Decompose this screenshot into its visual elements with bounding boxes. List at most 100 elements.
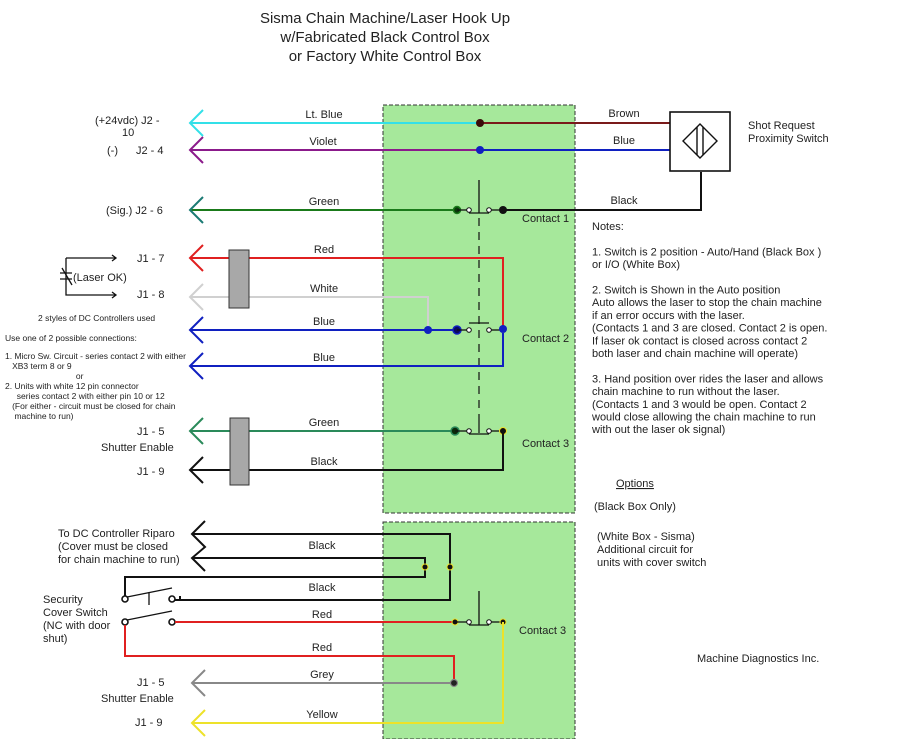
wire-grey [190, 669, 459, 697]
notes-line: 2. Switch is Shown in the Auto position [592, 285, 780, 297]
notes-line: if an error occurs with the laser. [592, 310, 745, 322]
options-black-box: (Black Box Only) [594, 501, 676, 513]
label-blue-right: Blue [613, 135, 635, 147]
label-contact-3-option: Contact 3 [519, 625, 566, 637]
notes-line: both laser and chain machine will operat… [592, 348, 798, 360]
label-red: Red [314, 244, 334, 256]
label-shutter-enable-b: Shutter Enable [101, 693, 174, 705]
svg-text:machine to run): machine to run) [5, 411, 74, 421]
label-contact-3: Contact 3 [522, 438, 569, 450]
title-line-1: Sisma Chain Machine/Laser Hook Up [260, 10, 510, 27]
notes-line: 3. Hand position over rides the laser an… [592, 373, 824, 385]
label-j1-5: J1 - 5 [137, 426, 165, 438]
label-white: White [310, 283, 338, 295]
label-grey: Grey [310, 669, 334, 681]
notes-block: Notes: 1. Switch is 2 position - Auto/Han… [591, 221, 827, 436]
notes-line: 1. Switch is 2 position - Auto/Hand (Bla… [592, 246, 821, 258]
svg-text:(Cover must be closed: (Cover must be closed [58, 541, 168, 553]
contact-2-switch [457, 322, 507, 333]
label-green-1: Green [309, 196, 340, 208]
dc-controllers-note: 2 styles of DC Controllers used Use one … [5, 313, 186, 421]
svg-text:To DC Controller Riparo: To DC Controller Riparo [58, 528, 175, 540]
notes-line: Auto allows the laser to stop the chain … [592, 297, 822, 309]
wire-violet [188, 136, 670, 164]
svg-text:Cover Switch: Cover Switch [43, 607, 108, 619]
svg-text:(NC with door: (NC with door [43, 620, 111, 632]
wire-blue-1 [188, 316, 462, 344]
cover-switch-label: Security Cover Switch (NC with door shut… [43, 594, 111, 645]
notes-line: with out the laser ok signal) [591, 424, 725, 436]
svg-text:1. Micro Sw. Circuit - series: 1. Micro Sw. Circuit - series contact 2 … [5, 351, 186, 361]
label-yellow: Yellow [306, 709, 337, 721]
notes-line: or I/O (White Box) [592, 259, 680, 271]
title-line-2: w/Fabricated Black Control Box [279, 29, 490, 46]
label-red-a: Red [312, 609, 332, 621]
options-white-box-1: (White Box - Sisma) [597, 531, 695, 543]
label-lt-blue: Lt. Blue [305, 109, 342, 121]
wire-yellow [190, 622, 504, 737]
label-j2-4: J2 - 4 [136, 145, 164, 157]
connector-shell-j1-5-9 [229, 417, 250, 486]
svg-text:Use one of 2 possible connecti: Use one of 2 possible connections: [5, 333, 137, 343]
label-j1-9: J1 - 9 [137, 466, 165, 478]
label-contact-2: Contact 2 [522, 333, 569, 345]
label-black-1: Black [311, 456, 338, 468]
notes-line: would close allowing the chain machine t… [591, 412, 816, 424]
diagram-title: Sisma Chain Machine/Laser Hook Up w/Fabr… [260, 10, 510, 65]
svg-text:for chain machine to run): for chain machine to run) [58, 554, 180, 566]
wire-white-j1-8 [188, 283, 429, 330]
junction-dot [476, 119, 484, 127]
notes-line: chain machine to run without the laser. [592, 386, 780, 398]
svg-text:Security: Security [43, 594, 83, 606]
options-white-box-2: Additional circuit for [597, 544, 693, 556]
laser-ok-contact [60, 254, 118, 299]
security-cover-switch [121, 587, 176, 626]
wire-red-b [124, 625, 455, 683]
label-laser-ok: (Laser OK) [73, 272, 127, 284]
connector-shell-j1-7-8 [228, 249, 250, 309]
svg-text:shut): shut) [43, 633, 67, 645]
proximity-label-2: Proximity Switch [748, 133, 829, 145]
svg-text:2. Units with white 12 pin con: 2. Units with white 12 pin connector [5, 381, 139, 391]
label-violet: Violet [309, 136, 336, 148]
label-green-2: Green [309, 417, 340, 429]
wire-lt-blue [188, 109, 670, 137]
contact-1-switch [457, 172, 702, 214]
svg-text:(For either - circuit must be: (For either - circuit must be closed for… [5, 401, 176, 411]
company-name: Machine Diagnostics Inc. [697, 653, 819, 665]
notes-heading: Notes: [592, 221, 624, 233]
svg-text:or: or [5, 371, 84, 381]
title-line-3: or Factory White Control Box [289, 48, 482, 65]
junction-dot [476, 146, 484, 154]
label-black-right: Black [611, 195, 638, 207]
riparo-note: To DC Controller Riparo (Cover must be c… [58, 528, 180, 566]
proximity-switch [669, 111, 731, 172]
proximity-label-1: Shot Request [748, 120, 815, 132]
label-j2-10-b: 10 [122, 127, 134, 139]
notes-line: (Contacts 1 and 3 would be open. Contact… [592, 399, 807, 411]
label-contact-1: Contact 1 [522, 213, 569, 225]
label-black-top: Black [309, 540, 336, 552]
label-j2-10: (+24vdc) J2 - [95, 115, 160, 127]
label-j1-8: J1 - 8 [137, 289, 165, 301]
notes-line: If laser ok contact is closed across con… [592, 335, 807, 347]
label-blue-1: Blue [313, 316, 335, 328]
label-j1-5-b: J1 - 5 [137, 677, 165, 689]
wire-black-j1-9 [188, 431, 504, 484]
svg-text:XB3 term 8 or 9: XB3 term 8 or 9 [5, 361, 72, 371]
wire-red-j1-7 [188, 244, 504, 329]
options-white-box-3: units with cover switch [597, 557, 706, 569]
label-j1-9-b: J1 - 9 [135, 717, 163, 729]
svg-text:series contact 2 with either p: series contact 2 with either pin 10 or 1… [5, 391, 165, 401]
label-blue-2: Blue [313, 352, 335, 364]
wire-blue-2 [188, 333, 504, 380]
label-black-mid: Black [309, 582, 336, 594]
label-j2-6: (Sig.) J2 - 6 [106, 205, 163, 217]
label-j2-4-prefix: (-) [107, 145, 118, 157]
label-brown: Brown [608, 108, 639, 120]
contact-3-option-switch [455, 591, 507, 626]
dc-heading: 2 styles of DC Controllers used [38, 313, 155, 323]
label-red-b: Red [312, 642, 332, 654]
label-shutter-enable: Shutter Enable [101, 442, 174, 454]
